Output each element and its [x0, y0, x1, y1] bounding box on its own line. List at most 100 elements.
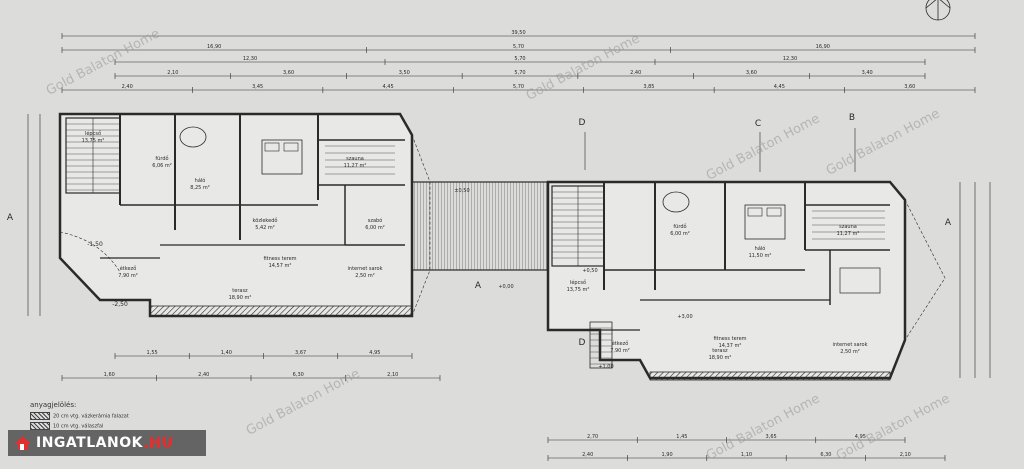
section-marker: B — [849, 113, 855, 123]
dimension-label: 39,50 — [511, 30, 525, 36]
dimension-label: 3,45 — [252, 84, 263, 90]
room-area: 6,00 m² — [670, 231, 690, 237]
room-area: 8,25 m² — [190, 185, 210, 191]
bathtub-icon — [662, 191, 690, 213]
room-name: háló — [755, 245, 766, 252]
room-name: terasz — [232, 288, 248, 294]
house-icon — [12, 433, 32, 453]
north-arrow-icon — [925, 0, 937, 9]
level-mark: -1,50 — [87, 241, 103, 248]
level-mark: +0,50 — [582, 268, 597, 274]
legend-title: anyagjelölés: — [30, 401, 77, 409]
section-marker: C — [755, 119, 761, 129]
room-name: szabó — [368, 217, 383, 224]
dimension-label: 1,45 — [676, 434, 687, 440]
pillow-icon — [747, 207, 763, 217]
dimension-label: 3,60 — [904, 84, 915, 90]
dimension-label: 12,30 — [783, 56, 797, 62]
dimension-label: 4,95 — [855, 434, 866, 440]
logo-text: INGATLANOK.HU — [36, 435, 173, 451]
legend-row: 10 cm vtg. válaszfal — [30, 422, 103, 430]
section-marker: A — [7, 213, 14, 223]
hatch-swatch — [30, 422, 50, 430]
legend-label: 20 cm vtg. vázkerámia falazat — [53, 413, 129, 420]
room-area: 13,75 m² — [82, 138, 105, 144]
dimension-label: 2,40 — [198, 372, 209, 378]
room-area: 18,90 m² — [229, 295, 252, 301]
roof-outline — [904, 199, 946, 342]
dimension-label: 2,10 — [167, 70, 178, 76]
dimension-label: 2,70 — [587, 434, 598, 440]
furniture-icon — [839, 267, 881, 294]
pillow-icon — [283, 142, 299, 152]
room-area: 18,90 m² — [709, 355, 732, 361]
dimension-label: 4,45 — [383, 84, 394, 90]
dimension-label: 16,90 — [207, 44, 221, 50]
room-area: 2,50 m² — [840, 349, 860, 355]
dimension-label: 6,30 — [293, 372, 304, 378]
room-area: 5,42 m² — [255, 225, 275, 231]
room-name: fürdő — [155, 156, 168, 162]
room-area: 11,50 m² — [749, 253, 772, 259]
dimension-label: 16,90 — [816, 44, 830, 50]
room-name: lépcső — [85, 130, 101, 137]
dimension-label: 4,95 — [369, 350, 380, 356]
room-area: 13,75 m² — [567, 287, 590, 293]
room-name: közlekedő — [253, 218, 278, 224]
room-name: fürdő — [673, 224, 686, 230]
connecting-bridge-deck — [411, 181, 553, 271]
right-bottom-wall — [649, 371, 891, 381]
room-area: 14,37 m² — [719, 343, 742, 349]
room-name: szauna — [839, 224, 857, 230]
bathtub-icon — [179, 126, 207, 148]
room-name: lépcső — [570, 279, 586, 286]
section-marker: A — [945, 218, 952, 228]
room-name: terasz — [712, 348, 728, 354]
room-area: 11,27 m² — [837, 231, 860, 237]
terrace-arc — [59, 231, 121, 273]
north-arrow-icon — [939, 0, 951, 9]
room-name: internet sarok — [348, 266, 383, 272]
level-mark: -2,50 — [112, 301, 128, 308]
room-area: 7,90 m² — [118, 273, 138, 279]
room-area: 6,06 m² — [152, 163, 172, 169]
dimension-label: 6,30 — [820, 452, 831, 458]
dimension-label: 3,67 — [295, 350, 306, 356]
room-area: 14,57 m² — [269, 263, 292, 269]
left-bottom-wall — [149, 305, 413, 317]
room-name: fitness terem — [263, 256, 296, 262]
dimension-label: 5,70 — [514, 70, 525, 76]
dimension-label: 1,90 — [662, 452, 673, 458]
room-name: szauna — [346, 156, 364, 162]
dimension-label: 5,70 — [513, 44, 524, 50]
dimension-label: 4,45 — [774, 84, 785, 90]
bed-icon — [744, 204, 786, 240]
section-marker: D — [579, 338, 586, 348]
dimension-label: 2,10 — [900, 452, 911, 458]
legend-row: 20 cm vtg. vázkerámia falazat — [30, 412, 129, 420]
legend-label: 10 cm vtg. válaszfal — [53, 423, 104, 430]
bed-icon — [261, 139, 303, 175]
room-name: internet sarok — [833, 342, 868, 348]
room-name: étkező — [120, 265, 137, 272]
dimension-label: 5,70 — [513, 84, 524, 90]
level-mark: +1,00 — [598, 364, 613, 370]
room-area: 11,27 m² — [344, 163, 367, 169]
dimension-label: 1,10 — [741, 452, 752, 458]
dimension-label: 3,50 — [399, 70, 410, 76]
dimension-label: 3,65 — [766, 434, 777, 440]
hatch-swatch — [30, 412, 50, 420]
dimension-label: 2,40 — [122, 84, 133, 90]
dimension-label: 2,40 — [582, 452, 593, 458]
level-mark: +3,00 — [677, 314, 692, 320]
site-logo[interactable]: INGATLANOK.HU — [8, 430, 206, 456]
dimension-label: 3,85 — [643, 84, 654, 90]
room-name: fitness terem — [713, 336, 746, 342]
dimension-label: 1,60 — [104, 372, 115, 378]
logo-suffix: .HU — [142, 435, 173, 451]
logo-prefix: INGATLANOK — [36, 435, 143, 451]
level-mark: +0,00 — [498, 284, 513, 290]
room-name: háló — [195, 177, 206, 184]
